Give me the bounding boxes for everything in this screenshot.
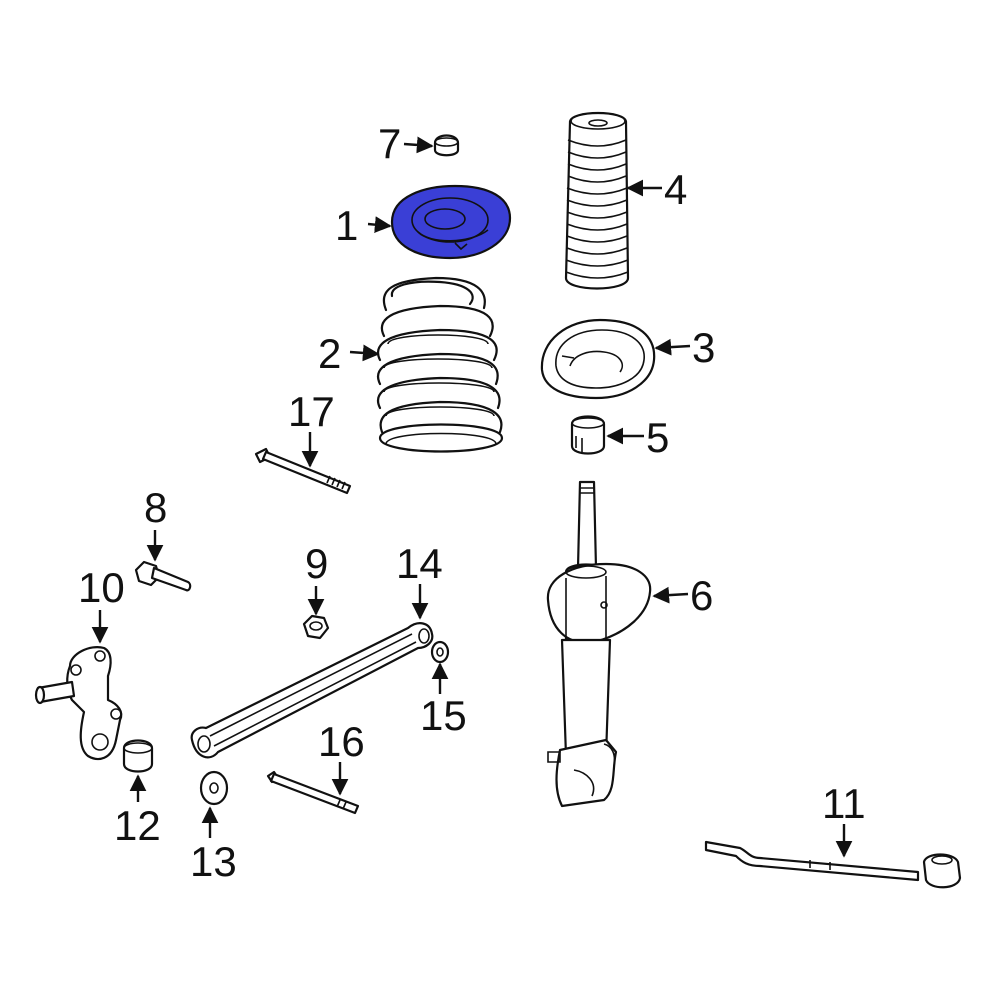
callout-4: 4 <box>664 166 687 213</box>
leader-arrows <box>91 136 853 858</box>
callout-7: 7 <box>378 120 401 167</box>
part-17-bolt[interactable] <box>254 447 352 495</box>
arrow-1 <box>367 216 392 233</box>
callout-10: 10 <box>78 564 125 611</box>
arrow-2 <box>349 344 380 362</box>
callout-1: 1 <box>335 202 358 249</box>
callout-9: 9 <box>305 540 328 587</box>
part-12-bushing[interactable] <box>122 739 154 773</box>
part-10-knuckle[interactable] <box>34 646 123 760</box>
part-5-bump-stop[interactable] <box>570 415 606 455</box>
part-4-dust-boot[interactable] <box>564 112 630 290</box>
part-3-spring-seat[interactable] <box>540 318 656 400</box>
part-14-lateral-arm[interactable] <box>190 622 434 759</box>
part-6-strut[interactable] <box>546 480 652 808</box>
arrow-6 <box>652 586 689 604</box>
callout-13: 13 <box>190 838 237 885</box>
part-15-bushing[interactable] <box>430 640 450 664</box>
part-1-spring-insulator[interactable] <box>390 184 512 260</box>
callout-14: 14 <box>396 540 443 587</box>
callout-8: 8 <box>144 484 167 531</box>
callout-2: 2 <box>318 330 341 377</box>
callout-5: 5 <box>646 414 669 461</box>
arrow-7 <box>403 136 434 154</box>
part-8-bolt[interactable] <box>134 560 192 592</box>
part-9-nut[interactable] <box>302 614 330 640</box>
part-16-bolt[interactable] <box>266 770 360 815</box>
callout-16: 16 <box>318 718 365 765</box>
callout-15: 15 <box>420 692 467 739</box>
callout-3: 3 <box>692 324 715 371</box>
callout-6: 6 <box>690 572 713 619</box>
callout-17: 17 <box>288 388 335 435</box>
callout-labels: 1 2 3 4 5 6 7 8 9 10 11 12 13 14 15 16 1… <box>78 120 866 885</box>
callout-12: 12 <box>114 802 161 849</box>
part-2-coil-spring[interactable] <box>377 276 504 453</box>
part-7-cap[interactable] <box>433 134 460 157</box>
part-11-stabilizer-bar[interactable] <box>704 840 962 889</box>
callout-11: 11 <box>822 780 866 827</box>
arrow-3 <box>654 338 691 356</box>
part-13-washer[interactable] <box>199 770 229 806</box>
